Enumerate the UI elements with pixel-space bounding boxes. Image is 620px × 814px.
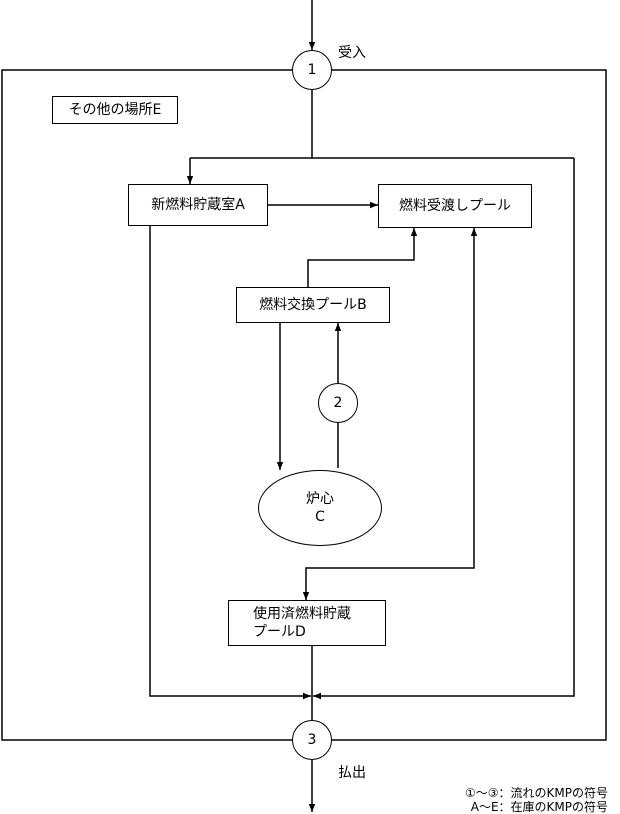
core-label-line2: C — [315, 509, 325, 525]
kmp-point-1: 1 — [292, 50, 332, 90]
kmp-point-2-label: 2 — [333, 395, 343, 411]
shipment-label: 払出 — [338, 765, 366, 781]
fuel-exchange-pool-b: 燃料交換プールB — [236, 287, 390, 323]
new-fuel-storage-a: 新燃料貯蔵室A — [128, 184, 268, 226]
receipt-label: 受入 — [338, 45, 366, 61]
fuel-receiving-pool: 燃料受渡しプール — [378, 184, 532, 228]
core-label-line1: 炉心 — [306, 491, 334, 507]
spent-fuel-label-line1: 使用済燃料貯蔵 — [253, 606, 351, 622]
kmp-point-3: 3 — [292, 720, 332, 760]
kmp-point-1-label: 1 — [307, 62, 317, 78]
legend-line-1: ①～③：流れのKMPの符号 — [465, 786, 608, 800]
line-a-to-merge — [149, 226, 311, 700]
arrow-receiving-pool-spent-pool — [302, 228, 478, 600]
legend-line-2: A～E：在庫のKMPの符号 — [470, 800, 608, 814]
spent-fuel-pool-d: 使用済燃料貯蔵 プールD — [228, 600, 386, 646]
bypass-line-right — [313, 158, 575, 700]
spent-fuel-label-line2: プールD — [253, 624, 306, 640]
kmp-point-3-label: 3 — [307, 732, 317, 748]
outer-area-label: その他の場所E — [52, 96, 178, 124]
arrow-b-to-receiving-pool — [307, 228, 418, 287]
reactor-core-c: 炉心 C — [258, 470, 382, 546]
kmp-point-2: 2 — [318, 383, 358, 423]
legend: ①～③：流れのKMPの符号 A～E：在庫のKMPの符号 — [465, 786, 608, 814]
